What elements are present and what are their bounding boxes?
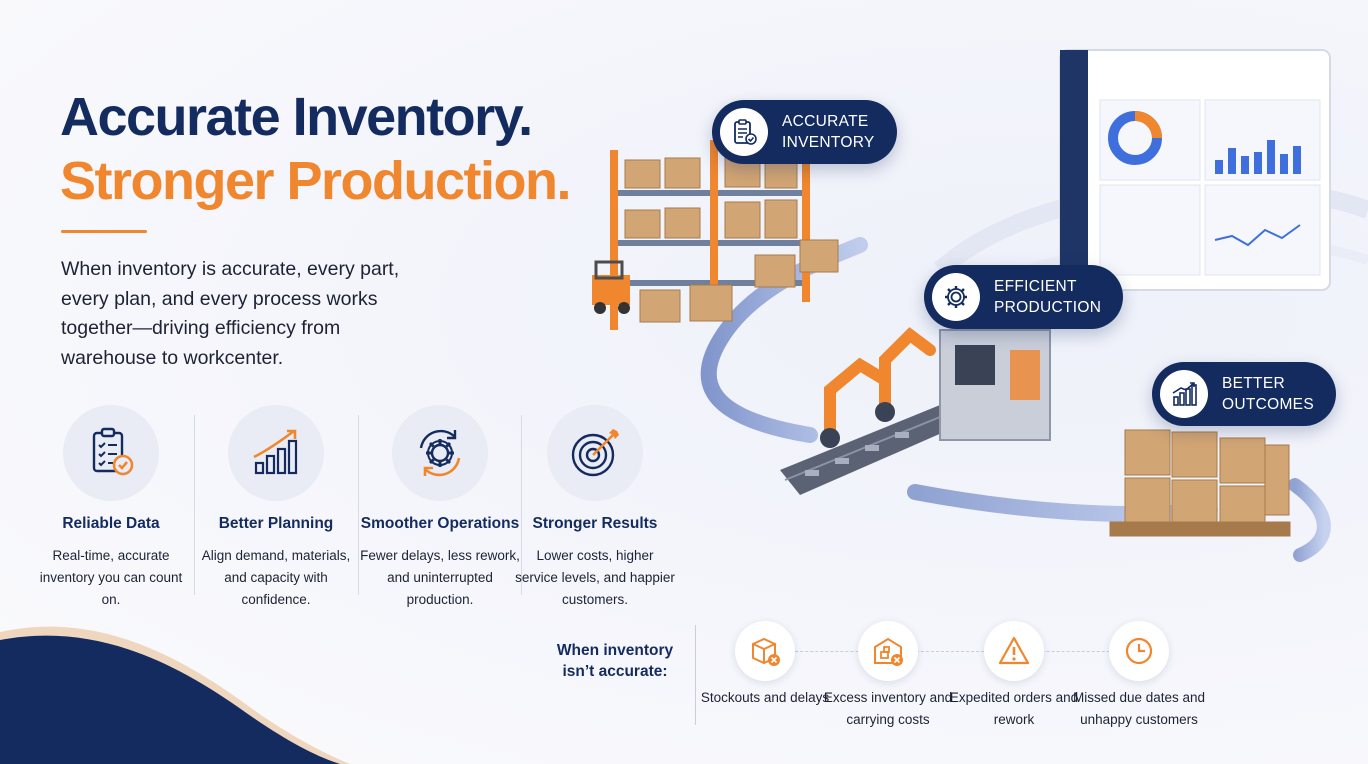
badge-icon-circle xyxy=(720,108,768,156)
warehouse-shelves xyxy=(592,132,839,330)
warehouse-x-icon xyxy=(874,637,903,666)
benefit-stronger-results: Stronger Results Lower costs, higher ser… xyxy=(515,405,675,611)
production-line xyxy=(780,327,1051,495)
benefit-reliable-data: Reliable Data Real-time, accurate invent… xyxy=(31,405,191,611)
risk-description: Expedited orders and rework xyxy=(949,690,1079,727)
risk-description: Stockouts and delays xyxy=(700,690,830,705)
target-icon xyxy=(571,429,619,477)
gear-cycle-icon xyxy=(419,429,461,477)
divider xyxy=(194,415,195,595)
dashed-connector xyxy=(765,651,1145,652)
dashboard-screen xyxy=(1059,49,1331,291)
checklist-icon xyxy=(92,427,134,476)
inaccurate-label: When inventory isn’t accurate: xyxy=(556,642,674,680)
clock-icon xyxy=(1125,637,1153,665)
hero-title-line1: Accurate Inventory. xyxy=(60,87,533,147)
benefit-icon-circle xyxy=(547,405,643,501)
badge-icon-circle xyxy=(932,273,980,321)
hero-description: When inventory is accurate, every part, … xyxy=(61,258,400,369)
benefit-better-planning: Better Planning Align demand, materials,… xyxy=(196,405,356,611)
risk-description: Missed due dates and unhappy customers xyxy=(1072,690,1206,727)
risk-stockouts: Stockouts and delays xyxy=(695,621,835,709)
benefit-description: Real-time, accurate inventory you can co… xyxy=(39,548,183,607)
pallet-boxes xyxy=(1109,429,1291,537)
benefit-title: Smoother Operations xyxy=(360,515,520,532)
risk-excess-inventory: Excess inventory and carrying costs xyxy=(818,621,958,731)
badge-icon-circle xyxy=(1160,370,1208,418)
risk-icon-circle xyxy=(858,621,918,681)
benefit-title: Better Planning xyxy=(218,515,334,532)
badge-label: ACCURATE INVENTORY xyxy=(782,113,875,151)
benefit-icon-circle xyxy=(228,405,324,501)
risk-icon-circle xyxy=(735,621,795,681)
badge-efficient-production: EFFICIENT PRODUCTION xyxy=(924,265,1124,329)
divider xyxy=(358,415,359,595)
benefit-description: Fewer delays, less rework, and uninterru… xyxy=(360,548,520,607)
risk-description: Excess inventory and carrying costs xyxy=(823,690,953,727)
benefit-title: Reliable Data xyxy=(62,515,160,532)
badge-accurate-inventory: ACCURATE INVENTORY xyxy=(712,100,897,164)
badge-better-outcomes: BETTER OUTCOMES xyxy=(1152,362,1336,426)
benefit-icon-circle xyxy=(63,405,159,501)
benefit-icon-circle xyxy=(392,405,488,501)
risk-icon-circle xyxy=(1109,621,1169,681)
gear-icon xyxy=(945,286,967,308)
risk-expedited-orders: Expedited orders and rework xyxy=(944,621,1084,731)
badge-label: BETTER OUTCOMES xyxy=(1222,375,1314,413)
risk-missed-due-dates: Missed due dates and unhappy customers xyxy=(1069,621,1209,731)
growth-chart-icon xyxy=(253,429,298,475)
benefit-smoother-operations: Smoother Operations Fewer delays, less r… xyxy=(360,405,520,611)
bar-chart-icon xyxy=(1172,382,1197,406)
benefit-description: Lower costs, higher service levels, and … xyxy=(515,548,675,607)
hero-title-line2: Stronger Production. xyxy=(60,151,572,211)
divider xyxy=(521,415,522,595)
factory-illustration xyxy=(592,49,1368,562)
clipboard-check-icon xyxy=(734,119,757,145)
box-x-icon xyxy=(752,637,780,666)
warning-icon xyxy=(998,636,1030,665)
benefit-description: Align demand, materials, and capacity wi… xyxy=(201,548,351,607)
divider xyxy=(695,625,696,725)
risk-icon-circle xyxy=(984,621,1044,681)
badge-label: EFFICIENT PRODUCTION xyxy=(994,278,1102,316)
accent-rule xyxy=(61,230,147,233)
benefit-title: Stronger Results xyxy=(532,515,658,532)
